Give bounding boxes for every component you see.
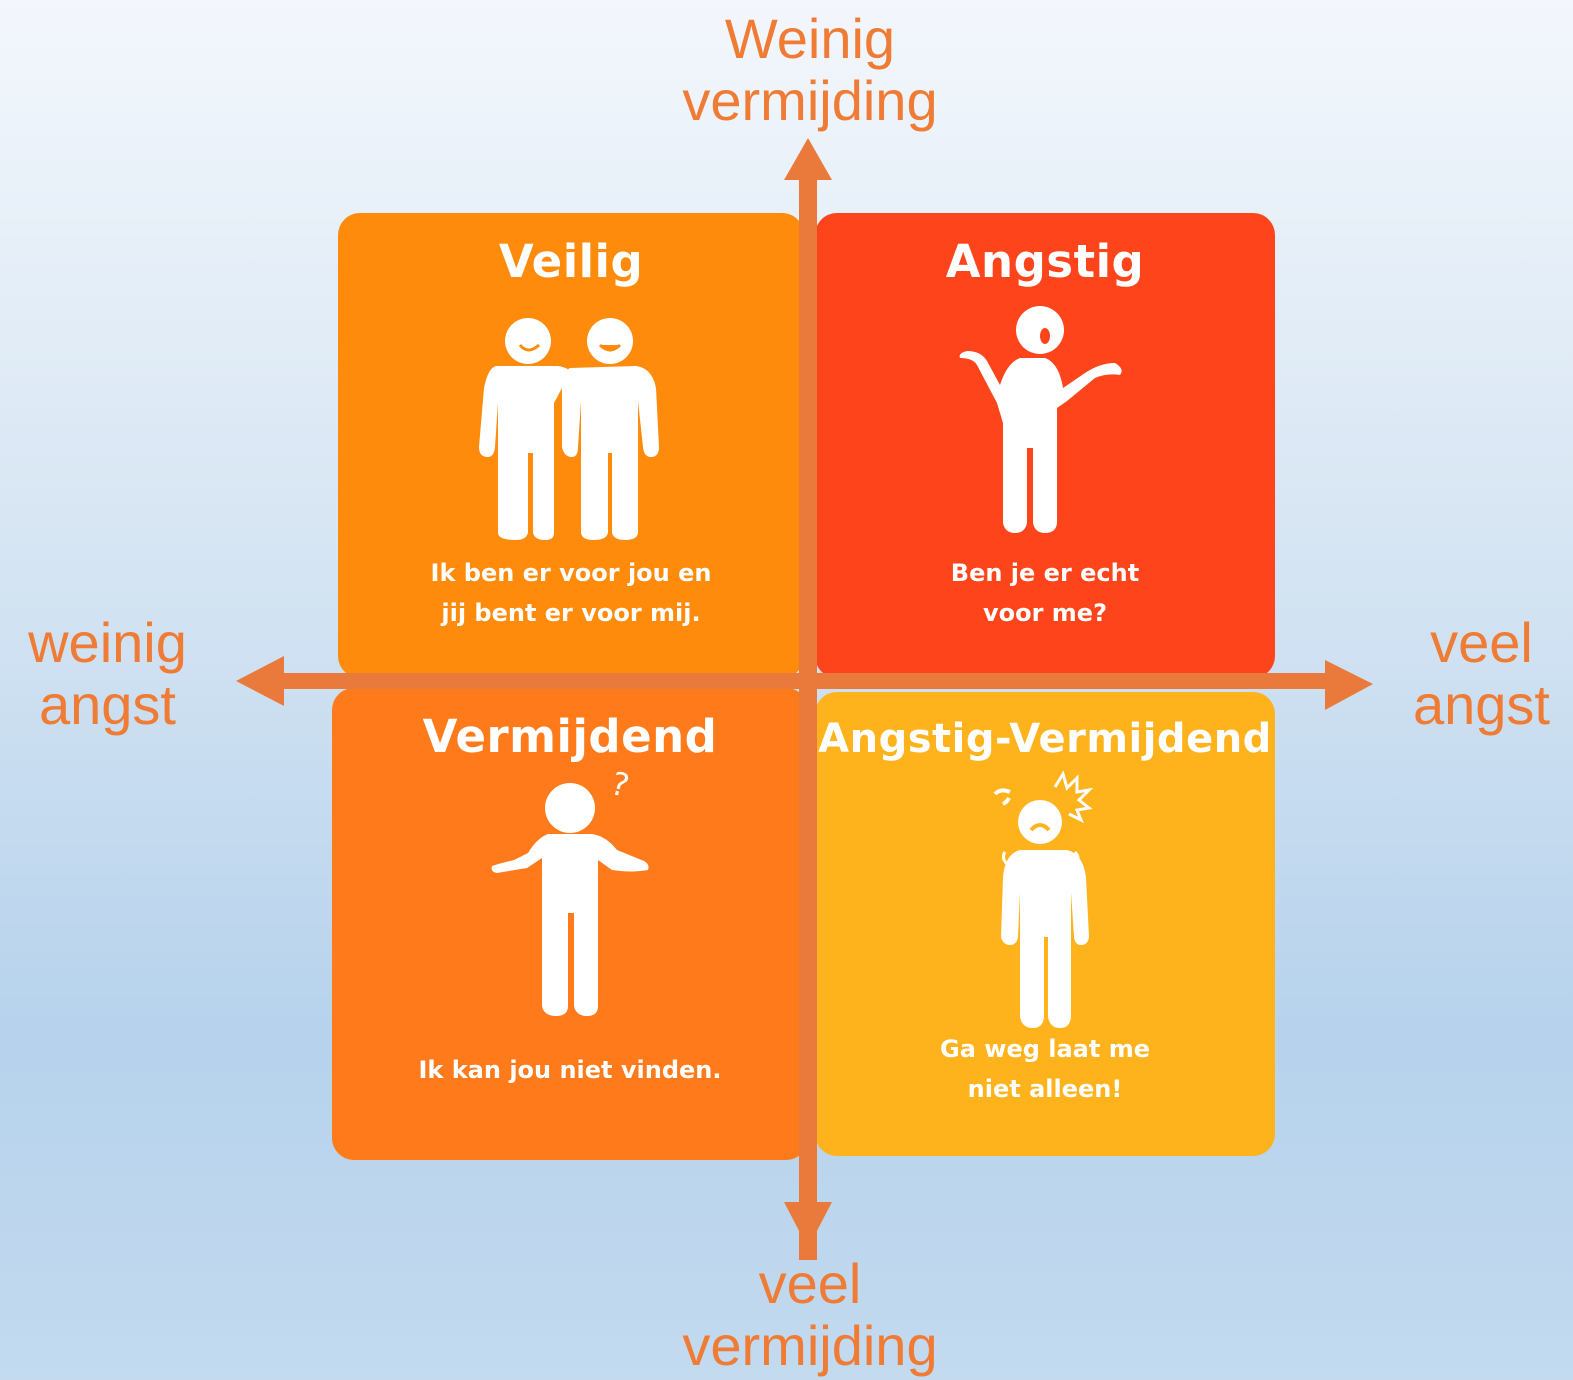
- axis-label-top: Weinig vermijding: [600, 8, 1020, 132]
- shrugging-person-icon: [959, 306, 1122, 533]
- quadrant-text: Ik ben er voor jou en jij bent er voor m…: [338, 553, 804, 633]
- arrow-left-icon: [236, 656, 284, 706]
- axis-label-right: veel angst: [1390, 612, 1573, 736]
- quadrant-text: Ik kan jou niet vinden.: [332, 1050, 808, 1090]
- quadrant-angstig-vermijdend: Angstig-Vermijdend Ga weg laat me niet a…: [815, 692, 1275, 1156]
- axis-label-line: vermijding: [682, 1314, 938, 1377]
- quadrant-text-line: Ik ben er voor jou en: [430, 559, 712, 587]
- vertical-axis-line: [799, 178, 817, 1260]
- axis-label-line: vermijding: [682, 69, 938, 132]
- quadrant-title: Angstig: [945, 235, 1145, 288]
- horizontal-axis-line: [280, 673, 1332, 689]
- axis-label-line: veel: [758, 1252, 862, 1315]
- axis-label-line: Weinig: [724, 7, 896, 70]
- quadrant-text-line: Ik kan jou niet vinden.: [418, 1056, 722, 1084]
- quadrant-title: Veilig: [498, 235, 644, 288]
- two-friends-icon: [479, 318, 659, 540]
- arrow-right-icon: [1325, 660, 1373, 710]
- axis-label-left: weinig angst: [0, 612, 215, 736]
- quadrant-text-line: jij bent er voor mij.: [441, 599, 701, 627]
- stressed-person-icon: [993, 770, 1094, 1028]
- axis-label-line: weinig: [28, 611, 187, 674]
- arrow-down-icon: [784, 1202, 832, 1248]
- axis-label-line: veel: [1430, 611, 1533, 674]
- axis-label-bottom: veel vermijding: [600, 1253, 1020, 1377]
- quadrant-veilig: Veilig Ik ben er voor jou en jij bent er…: [338, 213, 804, 678]
- quadrant-title: Vermijdend: [422, 710, 718, 763]
- quadrant-title: Angstig-Vermijdend: [818, 716, 1272, 762]
- confused-person-icon: ?: [491, 764, 649, 1016]
- axis-label-line: angst: [39, 673, 176, 736]
- quadrant-text-line: niet alleen!: [967, 1075, 1123, 1103]
- axis-label-line: angst: [1413, 673, 1550, 736]
- quadrant-vermijdend: Vermijdend ? Ik kan jou niet vinden.: [332, 688, 808, 1160]
- quadrant-text-line: Ga weg laat me: [940, 1035, 1150, 1063]
- arrow-up-icon: [784, 138, 832, 180]
- quadrant-text: Ben je er echt voor me?: [815, 553, 1275, 633]
- quadrant-text-line: Ben je er echt: [950, 559, 1140, 587]
- quadrant-text: Ga weg laat me niet alleen!: [815, 1029, 1275, 1109]
- quadrant-angstig: Angstig Ben je er echt voor me?: [815, 213, 1275, 678]
- quadrant-text-line: voor me?: [982, 599, 1108, 627]
